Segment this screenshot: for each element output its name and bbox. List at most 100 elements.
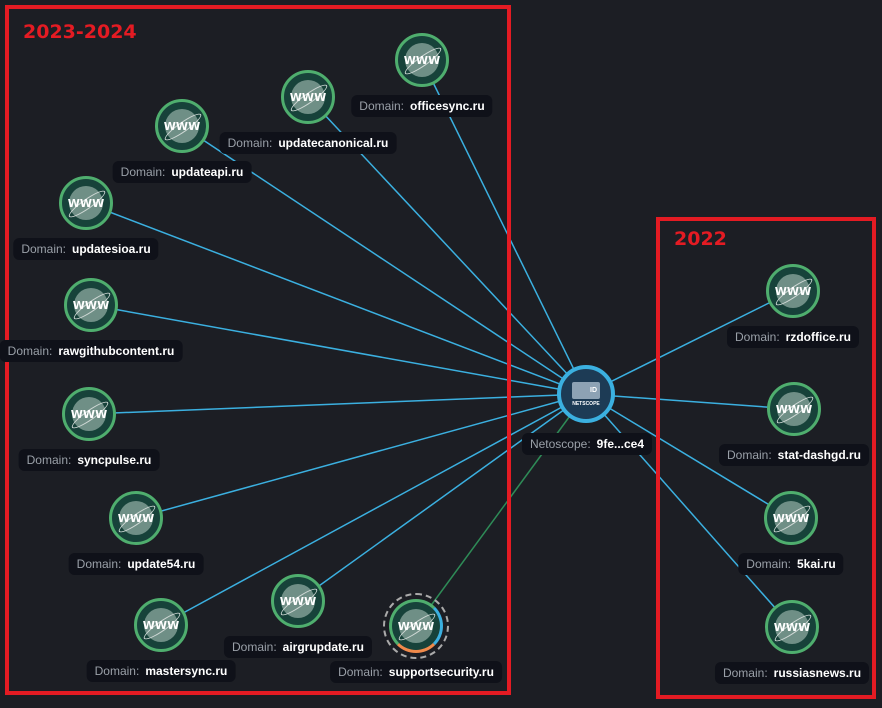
label-value: update54.ru xyxy=(127,557,196,571)
www-globe-icon: WWW xyxy=(72,288,110,322)
domain-node[interactable]: WWW xyxy=(109,491,163,545)
label-key: Domain: xyxy=(227,136,273,150)
www-text: WWW xyxy=(397,619,435,633)
www-text: WWW xyxy=(772,511,810,525)
www-globe-icon: WWW xyxy=(397,609,435,643)
domain-label: Domain: supportsecurity.ru xyxy=(330,661,502,683)
label-key: Domain: xyxy=(231,640,277,654)
edge-mastersync.ru xyxy=(160,393,587,626)
domain-label: Domain: updatesioa.ru xyxy=(13,238,159,260)
domain-label: Domain:rzdoffice.ru xyxy=(726,326,860,348)
www-globe-icon: WWW xyxy=(279,584,317,618)
label-value: stat-dashgd.ru xyxy=(777,448,862,462)
domain-label: Domain: russiasnews.ru xyxy=(714,662,870,684)
domain-node[interactable]: WWW xyxy=(62,387,116,441)
label-key: Domain: xyxy=(26,453,72,467)
edge-airgrupdate.ru xyxy=(297,393,587,602)
netoscope-center-node[interactable]: ID NETSCOPE xyxy=(557,365,615,423)
label-key: Netoscope: xyxy=(529,437,591,451)
www-text: WWW xyxy=(773,620,811,634)
domain-label: Domain: mastersync.ru xyxy=(86,660,236,682)
domain-label: Domain: 5kai.ru xyxy=(738,553,844,575)
selection-ring xyxy=(383,593,449,659)
www-text: WWW xyxy=(279,594,317,608)
www-globe-icon: WWW xyxy=(67,186,105,220)
domain-node[interactable]: WWW xyxy=(767,382,821,436)
domain-label: Domain: update54.ru xyxy=(68,553,204,575)
netscope-caption: NETSCOPE xyxy=(572,400,600,407)
www-globe-icon: WWW xyxy=(775,392,813,426)
edge-rzdoffice.ru xyxy=(585,290,794,395)
www-text: WWW xyxy=(70,407,108,421)
label-key: Domain: xyxy=(338,665,383,679)
domain-label: Domain:rawgithubcontent.ru xyxy=(0,340,183,362)
label-key: Domain: xyxy=(76,557,122,571)
label-value: 5kai.ru xyxy=(796,557,836,571)
www-globe-icon: WWW xyxy=(70,397,108,431)
www-text: WWW xyxy=(67,196,105,210)
label-value: updatesioa.ru xyxy=(72,242,151,256)
www-text: WWW xyxy=(142,618,180,632)
domain-node[interactable]: WWW xyxy=(395,33,449,87)
domain-label: Domain: stat-dashgd.ru xyxy=(718,444,870,466)
domain-label: Domain: airgrupdate.ru xyxy=(223,636,373,658)
www-text: WWW xyxy=(117,511,155,525)
domain-node[interactable]: WWW xyxy=(64,278,118,332)
domain-node[interactable]: WWW xyxy=(765,600,819,654)
label-value: rzdoffice.ru xyxy=(785,330,852,344)
edge-5kai.ru xyxy=(585,393,792,519)
label-value: russiasnews.ru xyxy=(773,666,862,680)
label-value: 9fe...ce4 xyxy=(596,437,645,451)
domain-node[interactable]: WWW xyxy=(59,176,113,230)
label-key: Domain: xyxy=(120,165,166,179)
netscope-id-icon: ID xyxy=(572,381,600,399)
www-globe-icon: WWW xyxy=(117,501,155,535)
domain-node[interactable]: WWW xyxy=(281,70,335,124)
id-text: ID xyxy=(590,386,597,394)
www-globe-icon: WWW xyxy=(772,501,810,535)
domain-node[interactable]: WWW xyxy=(134,598,188,652)
domain-node[interactable]: WWW xyxy=(764,491,818,545)
www-text: WWW xyxy=(289,90,327,104)
edge-russiasnews.ru xyxy=(585,393,793,628)
label-value: updateapi.ru xyxy=(171,165,244,179)
netoscope-label: Netoscope: 9fe...ce4 xyxy=(521,433,653,455)
label-key: Domain: xyxy=(726,448,772,462)
www-globe-icon: WWW xyxy=(403,43,441,77)
label-key: Domain: xyxy=(359,99,404,113)
domain-label: Domain: officesync.ru xyxy=(351,95,493,117)
domain-node[interactable]: WWW xyxy=(155,99,209,153)
edge-supportsecurity.ru xyxy=(415,393,587,627)
label-value: supportsecurity.ru xyxy=(388,665,494,679)
label-value: airgrupdate.ru xyxy=(282,640,365,654)
label-key: Domain: xyxy=(94,664,140,678)
edge-updatesioa.ru xyxy=(85,202,587,395)
www-globe-icon: WWW xyxy=(773,610,811,644)
www-globe-icon: WWW xyxy=(774,274,812,308)
domain-node[interactable]: WWW xyxy=(766,264,820,318)
www-text: WWW xyxy=(72,298,110,312)
edge-syncpulse.ru xyxy=(88,393,587,415)
label-key: Domain: xyxy=(746,557,791,571)
label-key: Domain: xyxy=(7,344,53,358)
edge-rawgithubcontent.ru xyxy=(90,304,587,395)
domain-node[interactable]: WWW xyxy=(389,599,443,653)
domain-node[interactable]: WWW xyxy=(271,574,325,628)
group-title-2023-2024: 2023-2024 xyxy=(23,21,137,43)
www-text: WWW xyxy=(775,402,813,416)
www-text: WWW xyxy=(774,284,812,298)
www-text: WWW xyxy=(403,53,441,67)
domain-label: Domain: updatecanonical.ru xyxy=(219,132,397,154)
label-key: Domain: xyxy=(21,242,66,256)
www-text: WWW xyxy=(163,119,201,133)
group-box-2022 xyxy=(656,217,876,699)
label-key: Domain: xyxy=(722,666,768,680)
edge-update54.ru xyxy=(135,393,587,519)
edge-stat-dashgd.ru xyxy=(585,393,795,410)
label-value: mastersync.ru xyxy=(145,664,228,678)
label-value: updatecanonical.ru xyxy=(278,136,389,150)
group-title-2022: 2022 xyxy=(674,228,727,250)
label-value: officesync.ru xyxy=(409,99,485,113)
label-value: syncpulse.ru xyxy=(77,453,152,467)
